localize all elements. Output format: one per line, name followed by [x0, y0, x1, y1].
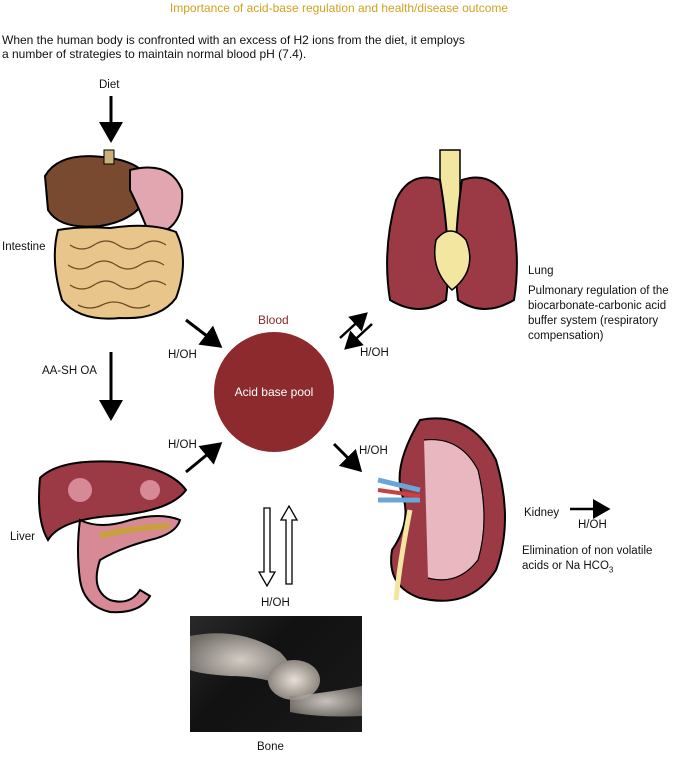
pool-label: Acid base pool — [234, 385, 314, 399]
bone-label: Bone — [257, 741, 284, 753]
kidney-description: Elimination of non volatile acids or Na … — [522, 545, 653, 575]
bone-to-pool-arrow — [279, 504, 299, 585]
liver-label: Liver — [10, 531, 35, 543]
lung-to-pool-arrow — [344, 323, 373, 350]
intestine-illustration — [43, 149, 184, 320]
pool-to-kidney-arrow — [332, 442, 363, 473]
acid-base-pool: Acid base pool — [214, 332, 334, 452]
intro-text: When the human body is confronted with a… — [2, 33, 465, 61]
kidney-label: Kidney — [524, 507, 560, 519]
kidney-flux-label: H/OH — [359, 445, 388, 457]
blood-label: Blood — [258, 313, 289, 327]
intestine-to-pool-arrow — [185, 318, 223, 348]
pool-to-bone-arrow — [257, 507, 277, 588]
figure-title: Importance of acid-base regulation and h… — [169, 1, 509, 15]
lung-label: Lung — [528, 265, 554, 277]
kidney-out-flux-label: H/OH — [578, 519, 607, 531]
lung-illustration — [386, 149, 518, 310]
liver-illustration — [38, 460, 188, 614]
bone-xray-image — [190, 616, 362, 732]
kidney-illustration — [377, 417, 506, 602]
intestine-label: Intestine — [2, 241, 46, 253]
lung-flux-label: H/OH — [360, 347, 389, 359]
diet-label: Diet — [99, 79, 120, 91]
intestine-flux-label: H/OH — [168, 349, 197, 361]
aa-sh-oa-label: AA-SH OA — [42, 365, 97, 377]
liver-flux-label: H/OH — [168, 439, 197, 451]
lung-description: Pulmonary regulation of the biocarbonate… — [528, 285, 669, 342]
bone-flux-label: H/OH — [261, 597, 290, 609]
liver-to-pool-arrow — [185, 442, 223, 474]
